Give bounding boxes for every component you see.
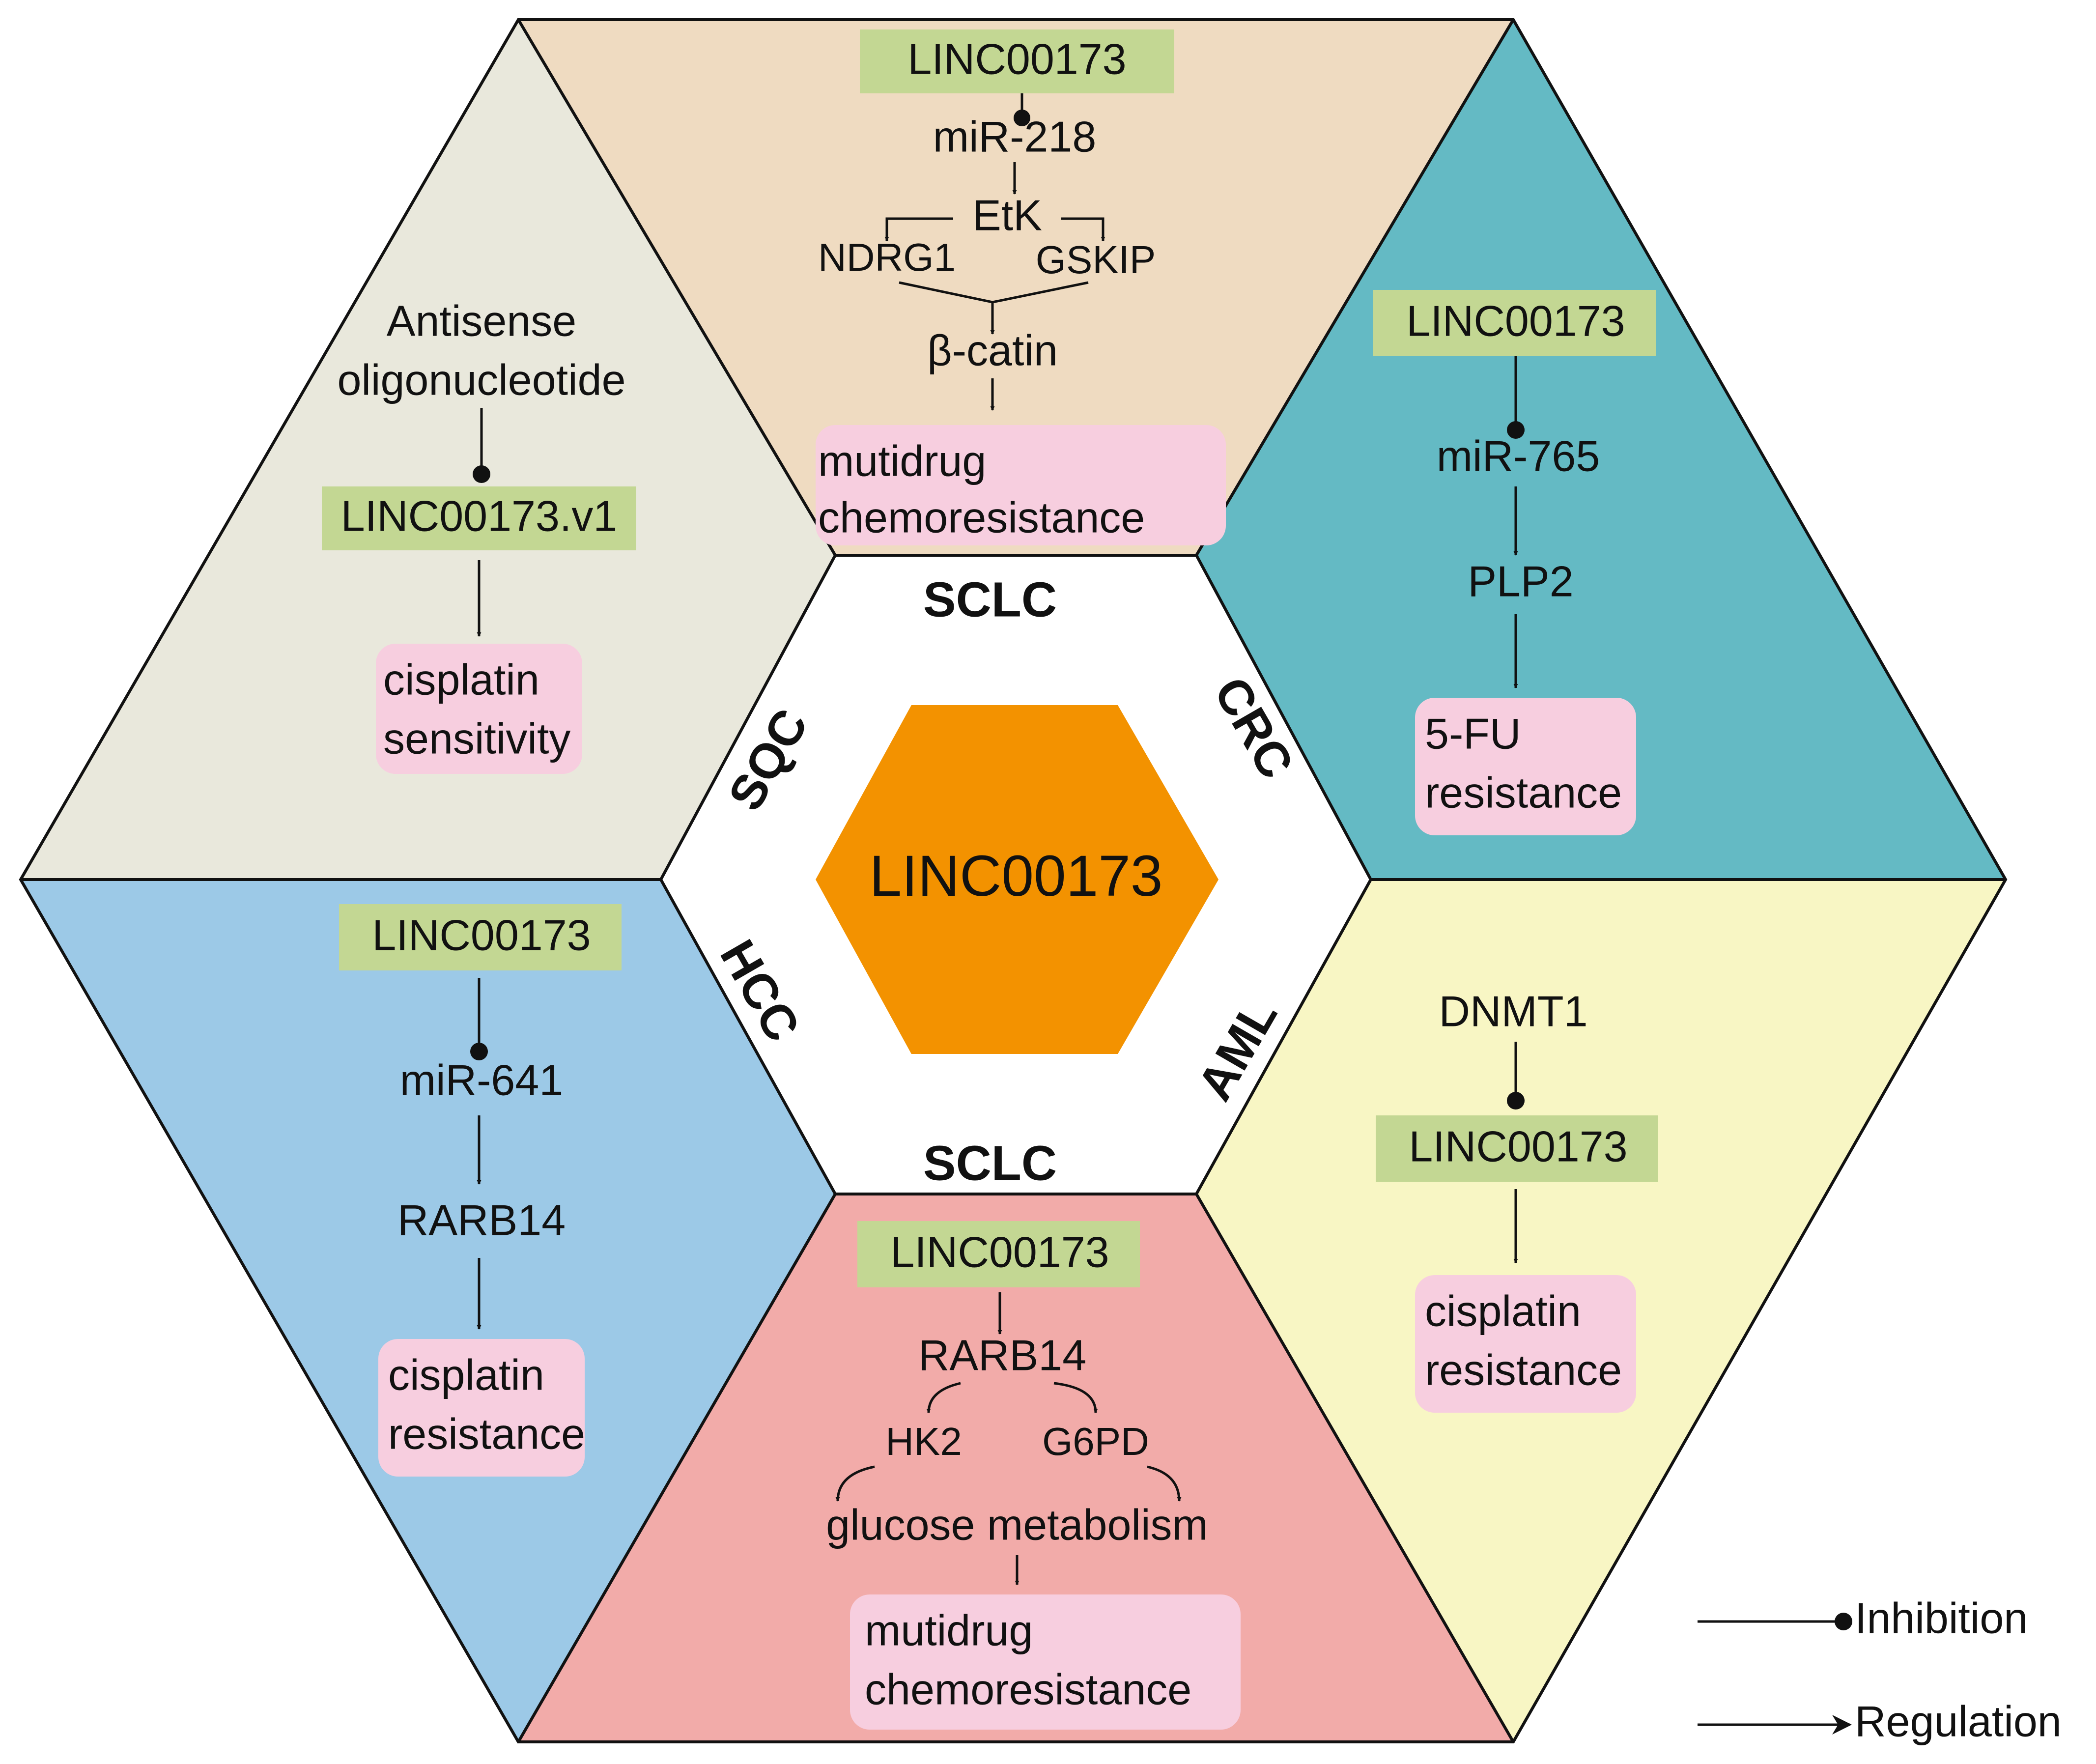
outcome-line-2: chemoresistance <box>818 493 1145 541</box>
process-label: glucose metabolism <box>826 1500 1208 1549</box>
inhibition-dot <box>470 1043 488 1060</box>
outcome-line-1: mutidrug <box>865 1606 1033 1654</box>
divider <box>1195 1193 1515 1743</box>
sector-upper-left <box>21 20 835 880</box>
aso-line-1: Antisense <box>387 296 576 345</box>
beta-catenin-label: β-catin <box>927 326 1058 374</box>
outcome-box <box>850 1594 1241 1730</box>
target-label: RARB14 <box>918 1331 1086 1379</box>
outcome-line-1: cisplatin <box>1425 1286 1581 1335</box>
outcome-line-2: sensitivity <box>383 714 570 763</box>
sector-lower-left <box>21 880 835 1742</box>
mirna-label: miR-218 <box>933 112 1097 161</box>
sector-top <box>518 20 1513 555</box>
outcome-line-1: cisplatin <box>388 1350 544 1399</box>
inner-label-bottom: SCLC <box>923 1136 1057 1191</box>
gene-label: LINC00173 <box>1406 296 1625 345</box>
legend-regulation: Regulation <box>1855 1697 2062 1745</box>
mirna-label: miR-765 <box>1437 431 1600 480</box>
outcome-box <box>1415 1275 1636 1413</box>
gene-box <box>322 486 636 550</box>
legend-inhibition: Inhibition <box>1855 1593 2028 1642</box>
outcome-box <box>376 644 582 774</box>
sector-bottom <box>518 1194 1513 1742</box>
bottom-pathway: LINC00173 RARB14 HK2 G6PD glucose metabo… <box>826 1221 1241 1730</box>
etk-label: EtK <box>972 191 1042 239</box>
outcome-box <box>378 1339 585 1477</box>
outcome-box <box>1415 698 1636 835</box>
regulator-label: DNMT1 <box>1439 987 1587 1035</box>
center-label: LINC00173 <box>870 844 1163 909</box>
lower-left-pathway: LINC00173 miR-641 RARB14 cisplatin resis… <box>339 904 622 1477</box>
upper-right-pathway: LINC00173 miR-765 PLP2 5-FU resistance <box>1373 290 1656 835</box>
gene-label: LINC00173 <box>890 1227 1109 1276</box>
inhibition-legend-dot <box>1835 1613 1852 1630</box>
ndrg1-label: NDRG1 <box>818 235 956 279</box>
legend: Inhibition Regulation <box>1698 1593 2062 1745</box>
gene-box <box>860 29 1174 93</box>
target-label: PLP2 <box>1468 557 1573 605</box>
lower-right-pathway: DNMT1 LINC00173 cisplatin resistance <box>1376 987 1658 1413</box>
divider <box>1195 19 1515 556</box>
gene-label: LINC00173 <box>1409 1122 1627 1170</box>
mirna-label: miR-641 <box>400 1055 564 1104</box>
hk2-label: HK2 <box>885 1420 962 1463</box>
gene-box <box>1373 290 1656 356</box>
gene-label: LINC00173 <box>907 34 1126 83</box>
gene-box <box>857 1221 1140 1287</box>
outcome-line-2: resistance <box>1425 1345 1622 1394</box>
gene-box <box>1376 1115 1658 1182</box>
divider <box>517 19 837 556</box>
aso-line-2: oligonucleotide <box>337 355 625 404</box>
outcome-line-2: resistance <box>1425 768 1622 817</box>
top-pathway: LINC00173 miR-218 EtK NDRG1 GSKIP β-cati… <box>816 29 1226 545</box>
center-hexagon <box>816 705 1218 1054</box>
outcome-line-1: cisplatin <box>383 655 539 704</box>
inner-ring <box>659 554 1373 1195</box>
sector-upper-right <box>1196 20 2006 880</box>
inner-label-top: SCLC <box>923 572 1057 627</box>
outcome-line-2: chemoresistance <box>865 1665 1191 1713</box>
outcome-line-1: mutidrug <box>818 436 986 485</box>
outcome-line-2: resistance <box>388 1409 585 1458</box>
inhibition-dot <box>1507 1092 1525 1110</box>
gene-label: LINC00173.v1 <box>341 491 618 540</box>
inhibition-dot <box>1014 110 1030 126</box>
gene-box <box>339 904 622 970</box>
gskip-label: GSKIP <box>1036 238 1156 282</box>
divider <box>517 1193 837 1743</box>
gene-label: LINC00173 <box>372 910 591 959</box>
inhibition-dot <box>1507 421 1525 439</box>
g6pd-label: G6PD <box>1042 1420 1149 1463</box>
upper-left-pathway: Antisense oligonucleotide LINC00173.v1 c… <box>322 296 636 774</box>
outcome-line-1: 5-FU <box>1425 709 1521 758</box>
outcome-box <box>816 425 1226 545</box>
inhibition-dot <box>473 465 490 483</box>
target-label: RARB14 <box>397 1195 566 1244</box>
